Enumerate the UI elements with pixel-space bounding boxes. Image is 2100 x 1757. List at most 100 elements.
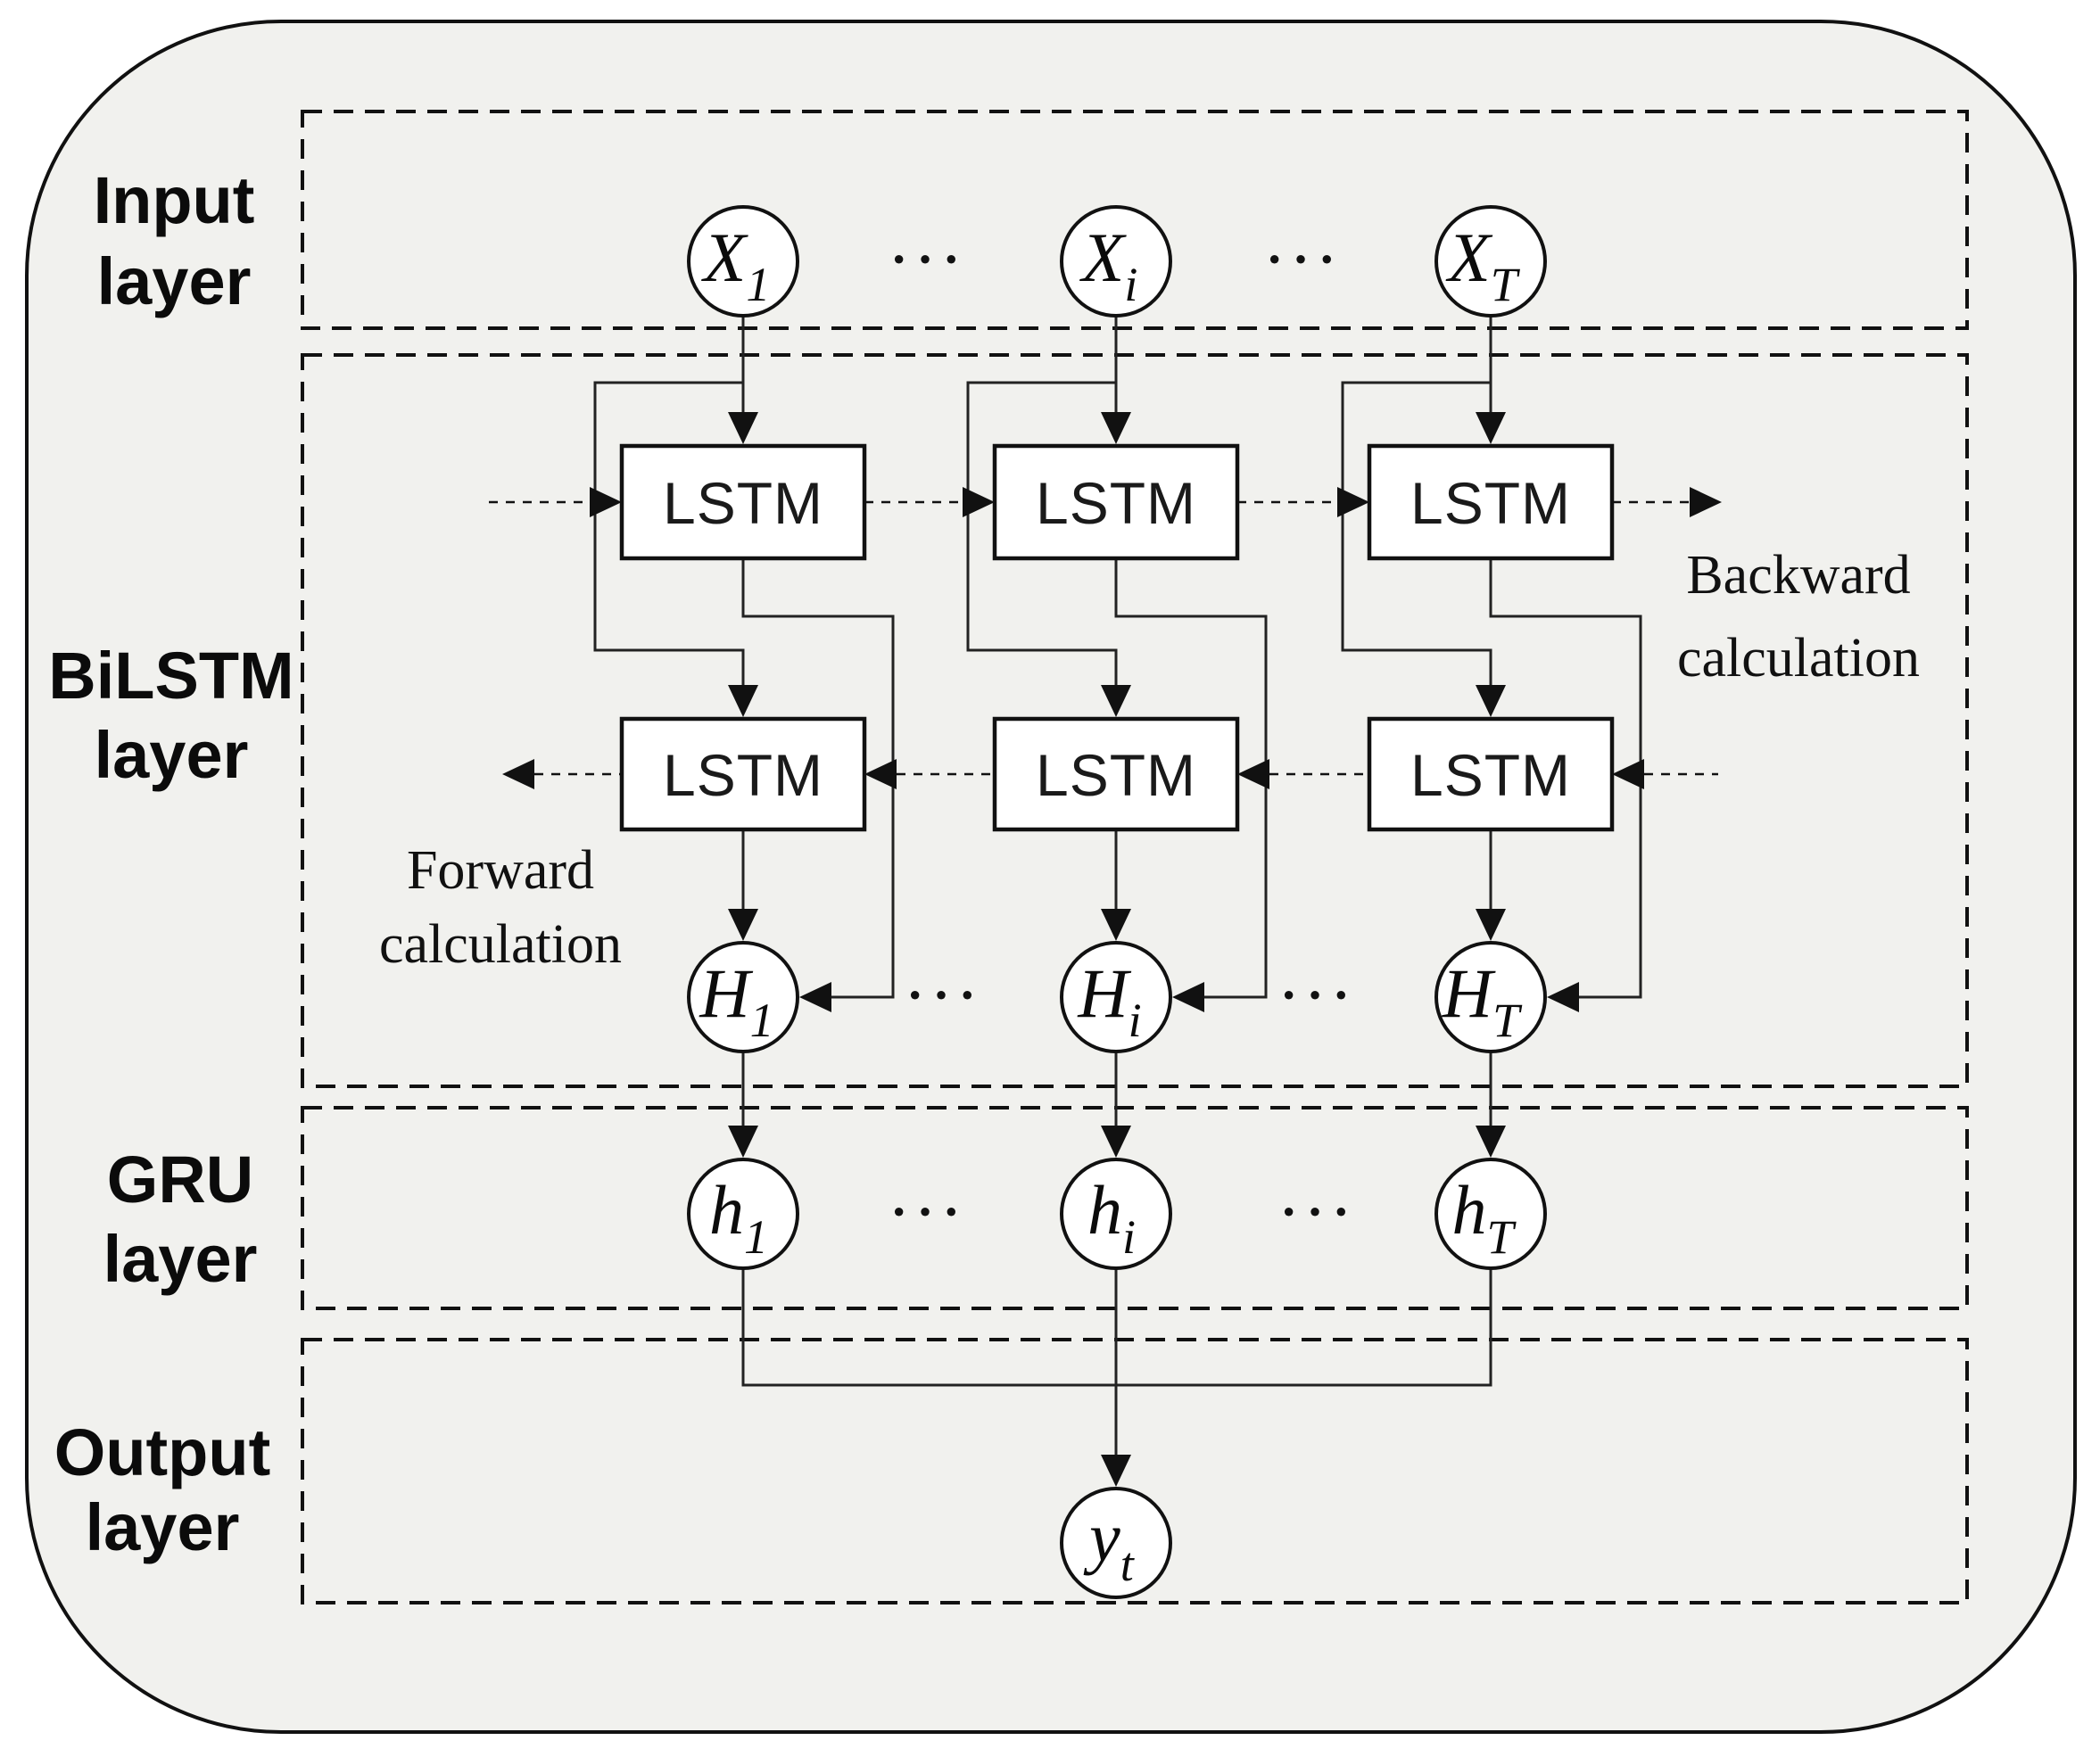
arrowhead bbox=[1612, 759, 1644, 789]
backward-lstm2-to-Hi bbox=[1114, 558, 1268, 999]
arrowhead bbox=[1101, 1126, 1131, 1158]
arrowhead bbox=[1101, 412, 1131, 444]
node-x1 bbox=[687, 205, 799, 318]
node-x1-label: X1 bbox=[701, 219, 771, 311]
bilstm-hidden-nodes: H1 Hi HT bbox=[687, 941, 1547, 1053]
arrowhead bbox=[864, 759, 897, 789]
forward-lstm-row: LSTM LSTM LSTM bbox=[619, 716, 1615, 832]
xi-loop-to-forward-lstm bbox=[966, 381, 1118, 687]
arrowhead bbox=[1476, 685, 1506, 717]
ellipsis-input-2: ··· bbox=[1266, 230, 1344, 288]
column-2-connectors bbox=[966, 316, 1268, 1158]
node-xT-label: XT bbox=[1445, 219, 1521, 311]
node-HT-label: HT bbox=[1442, 954, 1523, 1047]
lstm-label: LSTM bbox=[1036, 742, 1196, 808]
lstm-block-forward-3 bbox=[1367, 716, 1615, 832]
arrowhead bbox=[1476, 412, 1506, 444]
arrowhead bbox=[1101, 685, 1131, 717]
node-xT bbox=[1434, 205, 1547, 318]
direction-annotations: Backward calculation Forward calculation bbox=[379, 545, 1920, 975]
ellipsis-marks: ··· ··· ··· ··· ··· ··· bbox=[890, 230, 1359, 1241]
input-layer-label-line1: Input bbox=[94, 163, 255, 237]
gru-layer-label-line1: GRU bbox=[107, 1142, 253, 1217]
ellipsis-gru-2: ··· bbox=[1280, 1183, 1359, 1241]
node-yt-label: yt bbox=[1083, 1498, 1136, 1591]
arrowhead bbox=[1476, 909, 1506, 941]
column-1-connectors bbox=[593, 316, 895, 1158]
node-hT-label: hT bbox=[1451, 1171, 1517, 1264]
node-xi bbox=[1060, 205, 1172, 318]
lstm-label: LSTM bbox=[1410, 742, 1571, 808]
node-H1 bbox=[687, 941, 799, 1053]
backward-lstm1-to-H1 bbox=[741, 558, 895, 999]
node-h1-label: h1 bbox=[709, 1171, 768, 1264]
arrowhead bbox=[728, 685, 758, 717]
node-Hi-label: Hi bbox=[1077, 954, 1141, 1047]
gru-layer-label-line2: layer bbox=[103, 1222, 258, 1296]
lstm-label: LSTM bbox=[1036, 470, 1196, 536]
bilstm-layer-label-line2: layer bbox=[95, 718, 249, 792]
arrowhead bbox=[1337, 487, 1369, 517]
lstm-block-forward-2 bbox=[992, 716, 1240, 832]
layer-labels: Input layer BiLSTM layer GRU layer Outpu… bbox=[48, 163, 294, 1564]
node-h1 bbox=[687, 1158, 799, 1270]
arrowhead bbox=[728, 1126, 758, 1158]
input-layer-box bbox=[301, 110, 1969, 330]
merge-connectors bbox=[741, 1268, 1492, 1487]
ellipsis-H-2: ··· bbox=[1280, 966, 1359, 1024]
arrowhead bbox=[1101, 1455, 1131, 1487]
backward-lstm3-to-HT bbox=[1489, 558, 1642, 999]
output-layer-label-line2: layer bbox=[86, 1490, 240, 1564]
node-HT bbox=[1434, 941, 1547, 1053]
node-yt bbox=[1060, 1487, 1172, 1599]
xT-loop-to-forward-lstm bbox=[1341, 381, 1492, 687]
backward-calculation-label-line2: calculation bbox=[1677, 628, 1920, 689]
bilstm-layer-label-line1: BiLSTM bbox=[48, 639, 294, 713]
node-hT bbox=[1434, 1158, 1547, 1270]
output-layer-box bbox=[301, 1338, 1969, 1604]
backward-calculation-label-line1: Backward bbox=[1686, 545, 1910, 606]
arrowhead bbox=[502, 759, 534, 789]
node-hi bbox=[1060, 1158, 1172, 1270]
node-hi-label: hi bbox=[1087, 1171, 1136, 1264]
lstm-block-backward-3 bbox=[1367, 443, 1615, 561]
arrowhead bbox=[728, 909, 758, 941]
forward-calculation-label-line2: calculation bbox=[379, 914, 622, 975]
bilstm-layer-box bbox=[301, 353, 1969, 1088]
forward-calculation-label-line1: Forward bbox=[407, 840, 594, 901]
x1-loop-to-forward-lstm bbox=[593, 381, 745, 687]
diagram-outer-frame bbox=[25, 20, 2077, 1734]
gru-nodes: h1 hi hT bbox=[687, 1158, 1547, 1270]
arrowhead bbox=[799, 982, 831, 1012]
arrowhead bbox=[728, 412, 758, 444]
arrowhead bbox=[1547, 982, 1579, 1012]
ellipsis-input-1: ··· bbox=[890, 230, 969, 288]
arrowhead bbox=[1101, 909, 1131, 941]
backward-recurrent-arrows bbox=[489, 487, 1722, 517]
arrowhead bbox=[590, 487, 622, 517]
forward-recurrent-arrows bbox=[502, 759, 1718, 789]
node-Hi bbox=[1060, 941, 1172, 1053]
column-3-connectors bbox=[1341, 316, 1642, 1158]
ellipsis-H-1: ··· bbox=[906, 966, 985, 1024]
backward-lstm-row: LSTM LSTM LSTM bbox=[619, 443, 1615, 561]
node-xi-label: Xi bbox=[1079, 219, 1138, 311]
arrowhead bbox=[963, 487, 995, 517]
lstm-label: LSTM bbox=[663, 470, 823, 536]
lstm-label: LSTM bbox=[663, 742, 823, 808]
arrowhead bbox=[1476, 1126, 1506, 1158]
lstm-block-forward-1 bbox=[619, 716, 867, 832]
ellipsis-gru-1: ··· bbox=[890, 1183, 969, 1241]
output-layer-label-line1: Output bbox=[54, 1415, 270, 1489]
input-nodes: X1 Xi XT bbox=[687, 205, 1547, 318]
gru-layer-box bbox=[301, 1106, 1969, 1310]
output-node: yt bbox=[1060, 1487, 1172, 1599]
arrowhead bbox=[1237, 759, 1269, 789]
lstm-label: LSTM bbox=[1410, 470, 1571, 536]
node-H1-label: H1 bbox=[699, 954, 773, 1047]
arrowhead bbox=[1690, 487, 1722, 517]
input-layer-label-line2: layer bbox=[97, 244, 252, 318]
lstm-block-backward-2 bbox=[992, 443, 1240, 561]
